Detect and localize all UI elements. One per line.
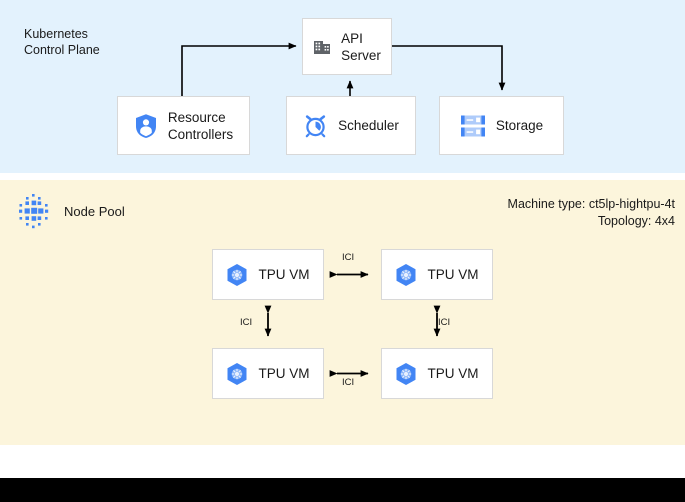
kubernetes-hex-icon — [395, 362, 417, 386]
control-plane-title: Kubernetes Control Plane — [24, 27, 100, 57]
building-icon — [313, 38, 331, 56]
scheduler-box[interactable]: Scheduler — [286, 96, 416, 155]
machine-info: Machine type: ct5lp-hightpu-4t Topology:… — [508, 196, 675, 230]
kubernetes-hex-icon — [395, 263, 417, 287]
dot-grid-icon — [13, 192, 55, 237]
bottom-bar — [0, 478, 685, 502]
resource-controllers-label: Resource Controllers — [167, 109, 234, 142]
resource-controllers-box[interactable]: Resource Controllers — [117, 96, 250, 155]
kubernetes-hex-icon — [226, 362, 248, 386]
tpu-vm-box[interactable]: TPU VM — [212, 348, 324, 399]
machine-type-label: Machine type: ct5lp-hightpu-4t — [507, 197, 675, 211]
server-stack-icon — [460, 114, 486, 138]
tpu-vm-box[interactable]: TPU VM — [212, 249, 324, 300]
ici-link-label: ICI — [342, 252, 355, 263]
ici-link-label: ICI — [438, 317, 451, 328]
tpu-vm-label: TPU VM — [258, 366, 310, 381]
ici-link-label: ICI — [342, 377, 355, 388]
tpu-vm-box[interactable]: TPU VM — [381, 348, 493, 399]
api-server-label: API Server — [341, 30, 381, 63]
storage-label: Storage — [495, 118, 544, 133]
api-server-box[interactable]: API Server — [302, 18, 392, 75]
tpu-vm-label: TPU VM — [427, 366, 479, 381]
ici-link-label: ICI — [240, 317, 253, 328]
alarm-clock-icon — [303, 113, 328, 138]
tpu-vm-label: TPU VM — [258, 267, 310, 282]
storage-box[interactable]: Storage — [439, 96, 564, 155]
tpu-vm-box[interactable]: TPU VM — [381, 249, 493, 300]
node-pool-title: Node Pool — [64, 204, 125, 219]
kubernetes-hex-icon — [226, 263, 248, 287]
tpu-vm-label: TPU VM — [427, 267, 479, 282]
topology-label: Topology: 4x4 — [597, 214, 675, 228]
shield-person-icon — [134, 113, 158, 139]
scheduler-label: Scheduler — [338, 118, 399, 133]
node-pool-panel — [0, 180, 685, 445]
